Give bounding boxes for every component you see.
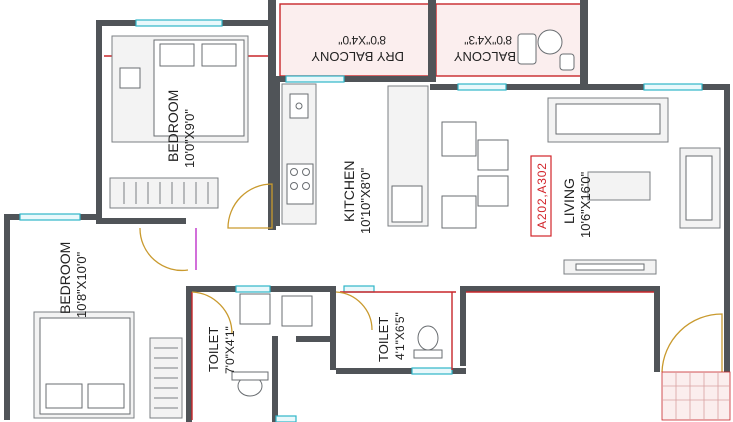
label-kitchen-name: KITCHEN: [341, 161, 357, 222]
bedroom2-furniture: [33, 311, 183, 419]
label-bedroom1: BEDROOM 10'0"X9'0": [165, 90, 197, 168]
label-toilet2-name: TOILET: [376, 317, 391, 362]
kitchen-fixtures: [281, 83, 429, 227]
label-living-size: 10'6"X16'0": [578, 171, 593, 238]
label-kitchen-size: 10'10"X8'0": [358, 167, 373, 234]
label-toilet2-size: 4'1"X6'5": [393, 312, 407, 360]
bedroom1-furniture: [109, 35, 249, 209]
unit-tag: A202,A302: [530, 155, 552, 237]
label-living-name: LIVING: [561, 178, 577, 224]
label-balcony-size: 8'0"X4'3": [464, 33, 512, 47]
label-kitchen: KITCHEN 10'10"X8'0": [341, 161, 373, 234]
deck-hatch: [661, 371, 731, 421]
label-toilet2: TOILET 4'1"X6'5": [376, 312, 407, 362]
label-bedroom2: BEDROOM 10'8"X10'0": [57, 242, 89, 318]
label-bedroom2-name: BEDROOM: [57, 242, 73, 314]
label-toilet1-size: 7'0"X4'1": [223, 326, 237, 374]
label-toilet1: TOILET 7'0"X4'1": [206, 326, 237, 374]
doors: [139, 183, 723, 373]
label-bedroom2-size: 10'8"X10'0": [74, 251, 89, 318]
dry-balcony-floor: [279, 3, 431, 77]
toilet-fixtures: [231, 293, 443, 397]
windows: [19, 19, 703, 422]
label-living: LIVING 10'6"X16'0": [561, 171, 593, 238]
label-dry-balcony-name: DRY BALCONY: [311, 49, 404, 64]
label-bedroom1-size: 10'0"X9'0": [182, 109, 197, 168]
label-bedroom1-name: BEDROOM: [165, 90, 181, 162]
label-balcony: BALCONY 8'0"X4'3": [454, 33, 516, 64]
label-balcony-name: BALCONY: [454, 49, 516, 64]
living-furniture: [441, 97, 721, 275]
label-dry-balcony: DRY BALCONY 8'0"X4'0": [311, 33, 404, 64]
balcony-furniture: [517, 29, 575, 71]
label-toilet1-name: TOILET: [206, 327, 221, 372]
label-dry-balcony-size: 8'0"X4'0": [338, 33, 386, 47]
unit-tag-text: A202,A302: [535, 163, 549, 229]
